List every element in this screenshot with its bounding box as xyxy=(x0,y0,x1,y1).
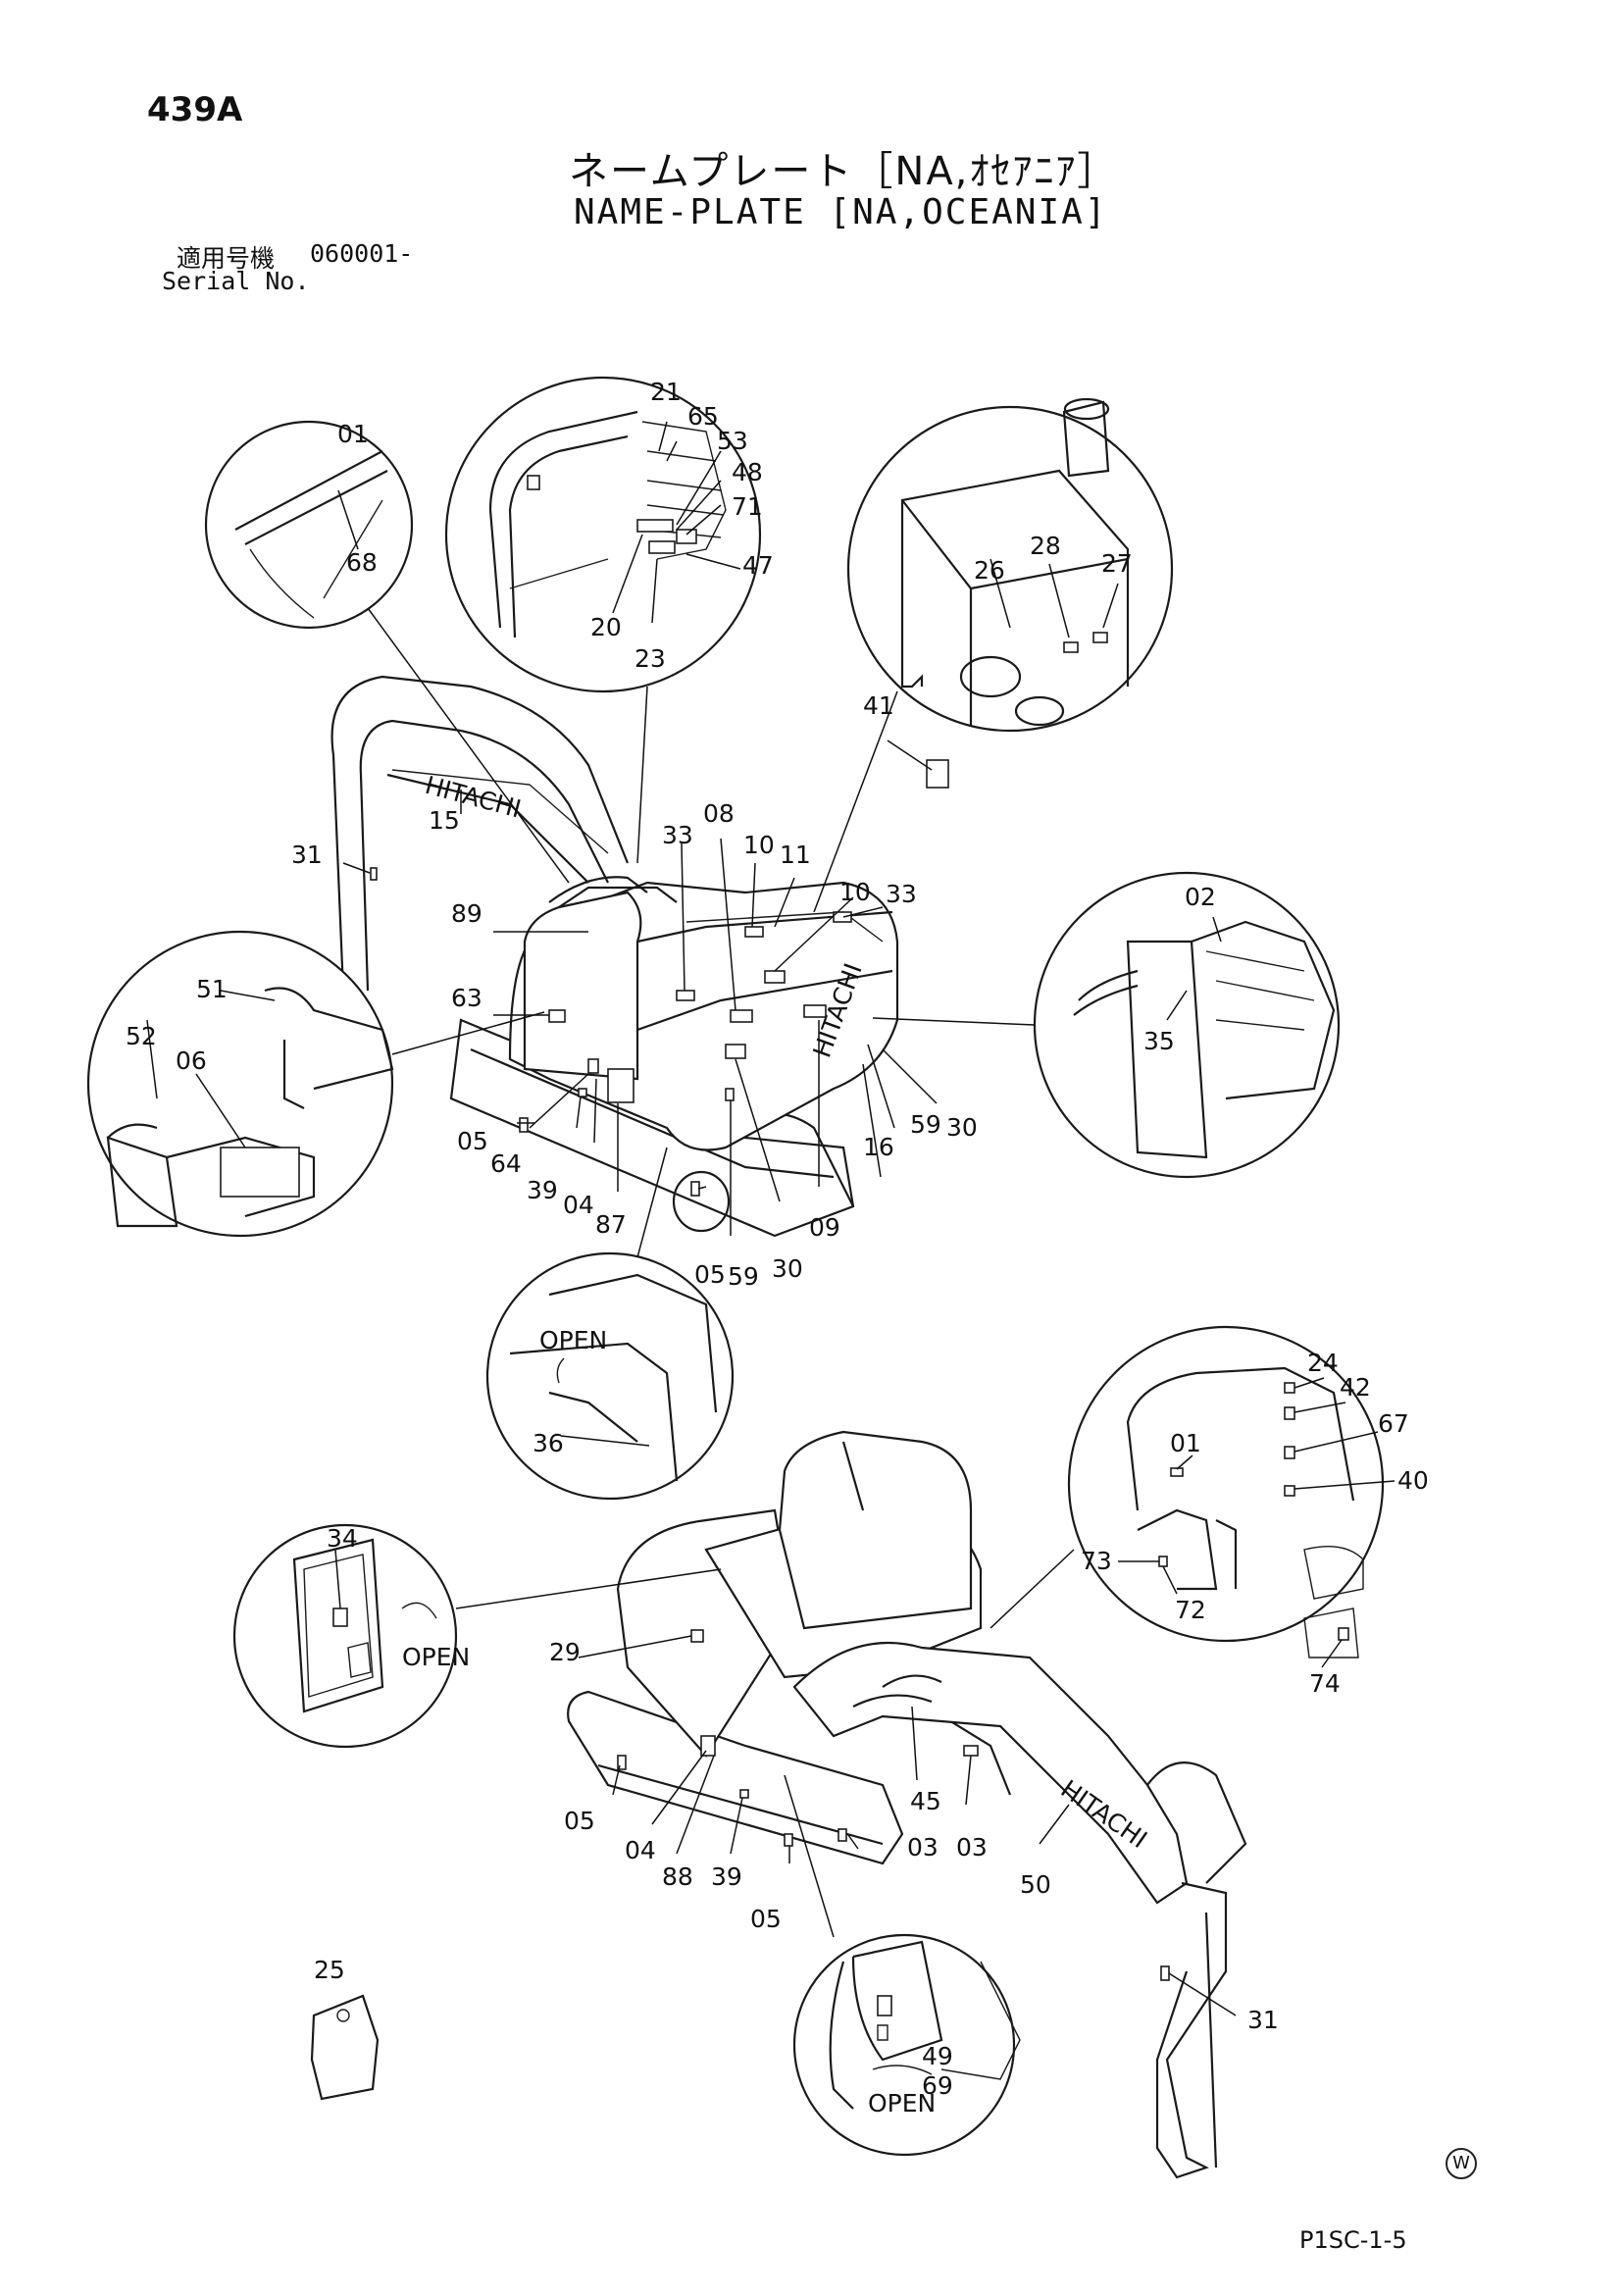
callout-40: 40 xyxy=(1397,1466,1429,1495)
label-open-rear: OPEN xyxy=(868,2089,936,2117)
callout-10-a: 10 xyxy=(743,831,775,859)
callout-42: 42 xyxy=(1340,1373,1371,1402)
callout-74: 74 xyxy=(1309,1669,1341,1698)
serial-label-japanese: 適用号機 xyxy=(177,244,276,273)
callout-15: 15 xyxy=(429,806,460,835)
callout-02: 02 xyxy=(1185,883,1216,911)
callout-01-a: 01 xyxy=(337,420,369,448)
label-open-door: OPEN xyxy=(539,1326,607,1354)
title-japanese: ネームプレート［NA,ｵｾｱﾆｱ］ xyxy=(569,149,1119,194)
callout-01-b: 01 xyxy=(1170,1429,1201,1457)
callout-11: 11 xyxy=(780,841,811,869)
callout-73: 73 xyxy=(1081,1547,1112,1575)
callout-25: 25 xyxy=(314,1956,345,1984)
callout-33-b: 33 xyxy=(886,880,917,908)
callout-67: 67 xyxy=(1378,1409,1409,1438)
callout-64: 64 xyxy=(490,1149,522,1178)
detail-circle-door: OPEN xyxy=(485,1147,735,1501)
title-english: NAME-PLATE [NA,OCEANIA] xyxy=(574,192,1108,232)
detail-circle-rear-plate: OPEN xyxy=(784,1774,1021,2157)
callout-59-b: 59 xyxy=(910,1110,941,1139)
callout-05-a: 05 xyxy=(457,1127,488,1155)
callout-21: 21 xyxy=(650,378,682,406)
callout-30-a: 30 xyxy=(772,1254,803,1283)
page-number: 439A xyxy=(147,90,243,129)
detail-circle-engine xyxy=(872,871,1341,1179)
callout-49: 49 xyxy=(922,2042,953,2070)
callout-68: 68 xyxy=(346,548,378,577)
callout-39-a: 39 xyxy=(527,1176,558,1204)
detail-circle-tanks xyxy=(813,397,1174,913)
w-mark-icon: W xyxy=(1446,2148,1477,2179)
callout-03-b: 03 xyxy=(956,1833,988,1862)
callout-39-b: 39 xyxy=(711,1862,742,1891)
callout-16: 16 xyxy=(863,1133,894,1161)
callout-05-c: 05 xyxy=(564,1807,595,1835)
callout-10-b: 10 xyxy=(839,878,871,906)
callout-29: 29 xyxy=(549,1638,581,1666)
callout-89: 89 xyxy=(451,899,482,928)
leader-lines xyxy=(342,790,1237,2016)
detail-circle-boom-light xyxy=(204,420,570,884)
callout-06: 06 xyxy=(176,1046,207,1075)
serial-value: 060001- xyxy=(310,239,414,268)
callout-23: 23 xyxy=(634,644,666,673)
callout-71: 71 xyxy=(732,492,763,521)
callout-34: 34 xyxy=(327,1524,358,1553)
callout-20: 20 xyxy=(590,613,622,641)
callout-65: 65 xyxy=(687,402,719,431)
callout-41: 41 xyxy=(863,691,894,720)
callout-36: 36 xyxy=(533,1429,564,1457)
label-open-panel: OPEN xyxy=(402,1643,470,1671)
tag-25-card xyxy=(310,1994,380,2101)
callout-53: 53 xyxy=(717,427,748,455)
callout-27: 27 xyxy=(1101,549,1133,578)
callout-04-a: 04 xyxy=(563,1191,594,1219)
callout-31-a: 31 xyxy=(291,841,323,869)
callout-51: 51 xyxy=(196,975,228,1003)
callout-45: 45 xyxy=(910,1787,941,1815)
callout-72: 72 xyxy=(1175,1596,1206,1624)
callout-35: 35 xyxy=(1143,1027,1175,1055)
callout-08: 08 xyxy=(703,799,735,828)
callout-26: 26 xyxy=(974,556,1005,585)
callout-labels: 01 21 65 53 48 71 47 20 23 68 26 28 27 4… xyxy=(126,378,1429,2100)
callout-31-b: 31 xyxy=(1247,2006,1279,2034)
callout-03-a: 03 xyxy=(907,1833,939,1862)
callout-47: 47 xyxy=(742,551,774,580)
reference-code: P1SC-1-5 xyxy=(1299,2226,1407,2254)
callout-30-b: 30 xyxy=(946,1113,978,1142)
callout-50: 50 xyxy=(1020,1870,1051,1899)
detail-circle-side-panel: OPEN xyxy=(232,1523,722,1749)
detail-circle-cab-door xyxy=(990,1325,1385,1658)
callout-09: 09 xyxy=(809,1213,840,1242)
excavator-top-view: HITACHI HITACHI xyxy=(330,675,899,1238)
callout-59-a: 59 xyxy=(728,1262,759,1291)
callout-05-d: 05 xyxy=(750,1905,782,1933)
detail-circle-cab xyxy=(444,376,762,864)
callout-33-a: 33 xyxy=(662,821,693,849)
callout-87: 87 xyxy=(595,1210,627,1239)
callout-48: 48 xyxy=(732,458,763,486)
callout-04-b: 04 xyxy=(625,1836,656,1864)
callout-88: 88 xyxy=(662,1862,693,1891)
callout-63: 63 xyxy=(451,984,482,1012)
serial-label-english: Serial No. xyxy=(162,267,310,295)
callout-69: 69 xyxy=(922,2071,953,2100)
callout-52: 52 xyxy=(126,1022,157,1050)
callout-24: 24 xyxy=(1307,1349,1339,1377)
detail-circle-console xyxy=(86,930,545,1238)
callout-05-b: 05 xyxy=(694,1260,726,1289)
cab-door-leaders xyxy=(1118,1377,1396,1668)
callout-28: 28 xyxy=(1030,532,1061,560)
